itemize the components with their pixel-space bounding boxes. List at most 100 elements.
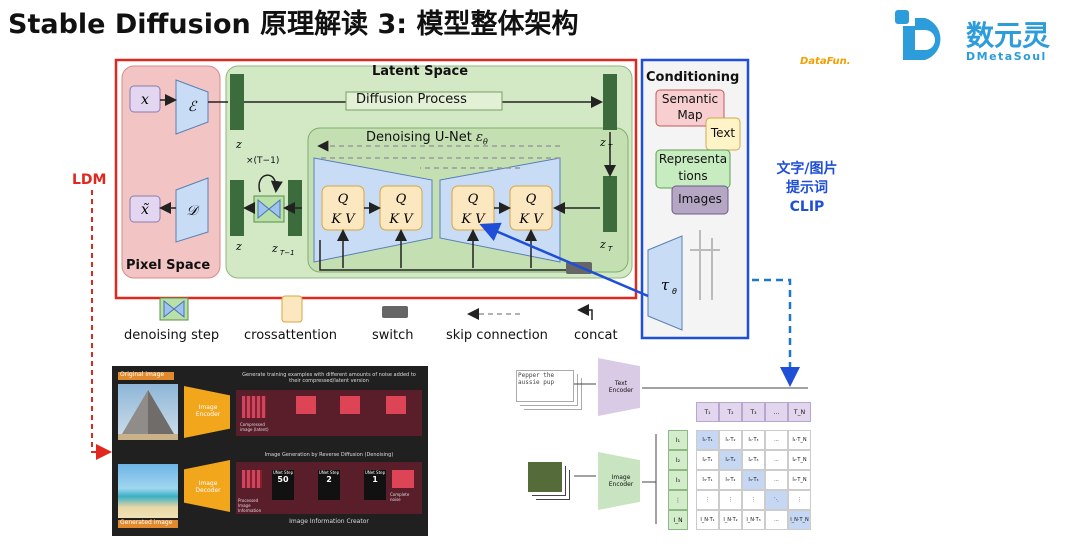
similarity-cell: I_N·T₁: [696, 510, 719, 530]
diffusion-process-label: Diffusion Process: [356, 92, 467, 107]
legend-switch-icon: [382, 306, 408, 318]
x-input-box: [129, 85, 161, 113]
latent-z-bar: [230, 74, 244, 130]
similarity-cell: I_N·T₃: [742, 510, 765, 530]
svg-text:Q: Q: [526, 192, 537, 207]
svg-text:T−1: T−1: [280, 249, 295, 257]
similarity-cell: ⋮: [788, 490, 811, 510]
svg-text:z: z: [235, 138, 242, 151]
svg-text:ℰ: ℰ: [188, 99, 198, 115]
text-token: T₁: [696, 402, 719, 422]
text-token: T₃: [742, 402, 765, 422]
legend-concat-label: concat: [574, 328, 618, 343]
similarity-cell: I₁·T₁: [696, 430, 719, 450]
compressed-label: Compressed image (latent): [240, 422, 269, 432]
similarity-cell: I₁·T₃: [742, 430, 765, 450]
image-token: I₃: [668, 470, 688, 490]
similarity-cell: ...: [765, 430, 788, 450]
legend-skip-label: skip connection: [446, 328, 548, 343]
similarity-cell: I_N·T₂: [719, 510, 742, 530]
latent-space-label: Latent Space: [372, 64, 469, 79]
legend-crossattention-icon: [281, 295, 303, 323]
creator-label: Image Information Creator: [289, 518, 369, 525]
similarity-cell: ⋱: [765, 490, 788, 510]
clip-dashed-arrow: [752, 278, 800, 387]
legend-crossattention-label: crossattention: [244, 328, 338, 343]
image-token: ⋮: [668, 490, 688, 510]
similarity-cell: ...: [765, 510, 788, 530]
similarity-cell: I₂·T₃: [742, 450, 765, 470]
clip-annotation: 文字/图片 提示词 CLIP: [776, 161, 838, 215]
pixel-space-label: Pixel Space: [126, 258, 211, 273]
semantic-map-label: Semantic Map: [661, 92, 719, 122]
svg-text:K V: K V: [388, 212, 414, 227]
qkv-block-3: Q K V: [451, 185, 495, 231]
qkv-block-2: Q K V: [379, 185, 423, 231]
unet-label: Denoising U-Net εθ: [366, 130, 488, 147]
qkv-block-4: Q K V: [509, 185, 553, 231]
image-encoder-clip-label: Image Encoder: [608, 474, 634, 488]
diffusion-process-box: [345, 91, 503, 111]
text-token: ...: [765, 402, 788, 422]
ldm-outline: [114, 58, 638, 300]
svg-text:x̃: x̃: [141, 202, 149, 218]
datafun-logo: DataFun.: [800, 56, 851, 67]
similarity-cell: ⋮: [696, 490, 719, 510]
similarity-cell: I₂·T₂: [719, 450, 742, 470]
svg-text:z: z: [599, 238, 606, 251]
svg-text:T: T: [608, 143, 613, 151]
similarity-cell: I₂·T₁: [696, 450, 719, 470]
original-image-label: Original image: [120, 371, 165, 378]
svg-text:θ: θ: [672, 287, 677, 296]
svg-text:Q: Q: [468, 192, 479, 207]
legend-concat-icon: [577, 304, 593, 320]
similarity-cell: ⋮: [742, 490, 765, 510]
svg-text:z: z: [271, 242, 278, 255]
similarity-cell: I₃·T_N: [788, 470, 811, 490]
text-encoder-label: Text Encoder: [608, 380, 634, 394]
text-token: T₂: [719, 402, 742, 422]
clip-caption: Pepper the aussie pup: [518, 372, 555, 386]
latent-zt-bar: [603, 74, 617, 130]
svg-text:K V: K V: [460, 212, 486, 227]
text-token: T_N: [788, 402, 811, 422]
similarity-cell: I₁·T₂: [719, 430, 742, 450]
latent-z-out-bar: [230, 180, 244, 236]
complete-noise-label: Complete noise: [390, 492, 410, 502]
svg-text:K V: K V: [330, 212, 356, 227]
similarity-cell: I₁·T_N: [788, 430, 811, 450]
beach-image: [118, 464, 178, 518]
illustrated-sd-panel: Original image Image Encoder Generate tr…: [112, 366, 428, 536]
semantic-map-box: [655, 89, 725, 127]
tau-encoder-shape: [647, 235, 683, 331]
legend-switch-label: switch: [372, 328, 414, 343]
qkv-block-1: QK V: [321, 185, 365, 231]
similarity-cell: ...: [765, 470, 788, 490]
clip-figure: Pepper the aussie pup Text Encoder Image…: [508, 354, 828, 544]
svg-text:τ: τ: [661, 276, 670, 294]
ldm-label: LDM: [72, 172, 107, 188]
similarity-cell: ⋮: [719, 490, 742, 510]
conditioning-label: Conditioning: [646, 70, 740, 85]
svg-text:z: z: [235, 240, 242, 253]
similarity-cell: I₂·T_N: [788, 450, 811, 470]
representations-label: Representations: [658, 152, 728, 183]
brand-subtitle: DMetaSoul: [966, 50, 1047, 63]
svg-text:Q: Q: [396, 192, 407, 207]
text-cond-label: Text: [710, 126, 736, 140]
svg-text:T: T: [608, 245, 613, 253]
legend-denoising-label: denoising step: [124, 328, 220, 343]
image-token: I₁: [668, 430, 688, 450]
reverse-label: Image Generation by Reverse Diffusion (D…: [264, 452, 394, 458]
image-token: I_N: [668, 510, 688, 530]
svg-text:x: x: [141, 92, 149, 108]
svg-text:K V: K V: [518, 212, 544, 227]
similarity-cell: I₃·T₁: [696, 470, 719, 490]
svg-text:z: z: [599, 136, 606, 149]
brand-logo-icon: [893, 8, 955, 66]
brand-name: 数元灵: [966, 19, 1051, 52]
image-encoder-label: Image Encoder: [195, 404, 221, 418]
encoder-shape: [175, 79, 209, 135]
